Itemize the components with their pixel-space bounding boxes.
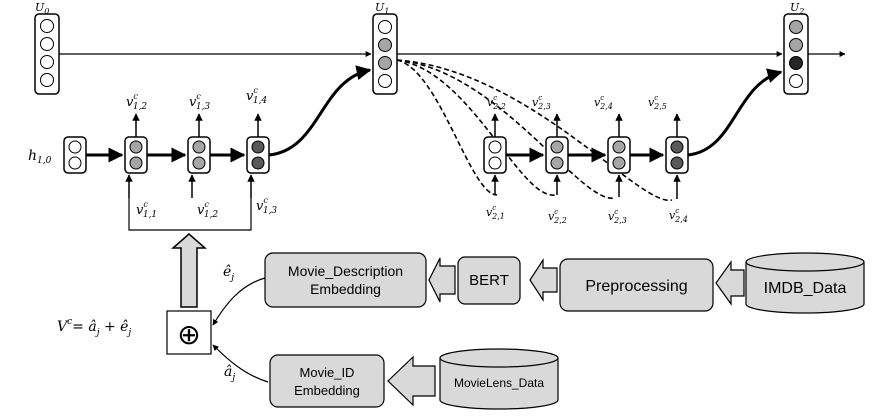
s2-to-u2-curve	[687, 68, 783, 157]
preprocessing-to-bert-arrow	[529, 257, 558, 303]
preprocessing-label: Preprocessing	[585, 278, 687, 295]
desc-embedding-line2: Embedding	[310, 281, 381, 297]
movie-description-embedding-box: Movie_Description Embedding	[264, 252, 427, 308]
movielens-to-id-arrow	[387, 355, 436, 407]
desc-embedding-line1: Movie_Description	[288, 263, 403, 279]
desc-to-sum-arrow	[212, 277, 266, 326]
s2-gru-node-3	[607, 136, 631, 174]
s1-gru-node-3	[246, 136, 270, 174]
sum-to-sequence-arrow	[171, 233, 207, 308]
sum-operator-box: ⊕	[166, 310, 212, 355]
a-hat-label: âj	[224, 364, 235, 383]
s1-to-u1-curve	[268, 65, 372, 157]
id-embedding-line2: Embedding	[294, 383, 360, 398]
s2-gru-node-2	[545, 136, 569, 174]
unit-vector-u2: U2	[783, 1, 809, 95]
movielens-data-cylinder: MovieLens_Data	[439, 348, 559, 410]
imdb-data-label: IMDB_Data	[764, 280, 847, 297]
movie-id-embedding-box: Movie_ID Embedding	[269, 354, 385, 408]
hidden-state-h10: h1,0	[28, 136, 87, 174]
preprocessing-box: Preprocessing	[559, 258, 714, 312]
equation-label: Vc= âj + êj	[57, 317, 131, 338]
sum-symbol: ⊕	[177, 319, 200, 350]
h10-label: h1,0	[28, 148, 52, 166]
u1-to-s2-dashed-curves	[396, 59, 673, 201]
imdb-data-cylinder: IMDB_Data	[745, 252, 865, 314]
imdb-to-preprocessing-arrow	[715, 260, 745, 306]
id-embedding-line1: Movie_ID	[300, 365, 355, 380]
bert-box: BERT	[457, 256, 521, 305]
unit-vector-u0: U0	[34, 1, 60, 95]
id-to-sum-arrow	[212, 344, 269, 383]
unit-vector-u1: U1	[372, 1, 398, 95]
s1-gru-node-1	[124, 136, 148, 174]
movielens-data-label: MovieLens_Data	[454, 376, 544, 390]
s1-gru-node-2	[187, 136, 211, 174]
s2-gru-node-4	[665, 136, 689, 174]
u2-label: U2	[790, 1, 804, 16]
s2-gru-node-1	[483, 136, 507, 174]
e-hat-label: êj	[223, 264, 234, 283]
s1-input-bracket	[128, 198, 252, 231]
u1-label: U1	[375, 1, 389, 16]
u0-label: U0	[35, 1, 49, 16]
bert-label: BERT	[469, 272, 509, 289]
bert-to-desc-arrow	[428, 257, 456, 303]
